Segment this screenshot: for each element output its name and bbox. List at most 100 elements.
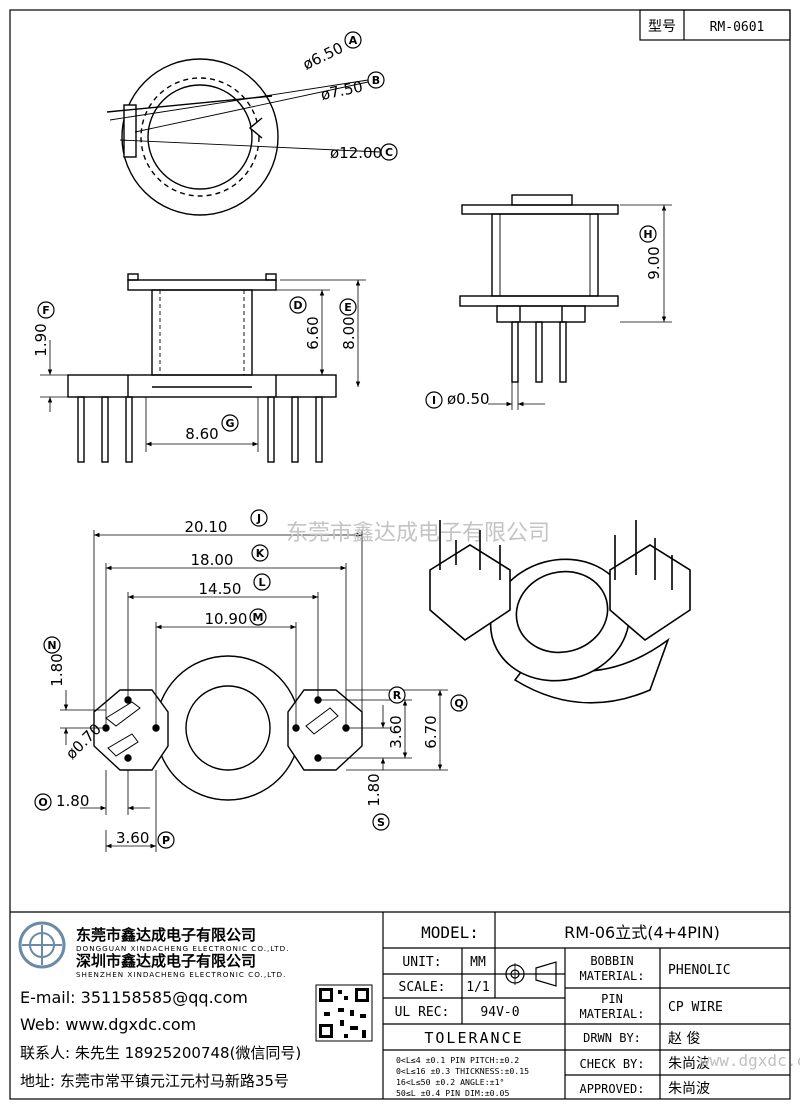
dim-h-text: 9.00	[645, 246, 663, 279]
bobbin-material-label-1: BOBBIN	[590, 954, 633, 968]
ul-value: 94V-0	[480, 1005, 519, 1020]
isometric-view	[429, 520, 691, 704]
approved-label: APPROVED:	[579, 1082, 644, 1096]
tolerance-row-1: 0<L≤4 ±0.1 PIN PITCH:±0.2	[396, 1055, 519, 1065]
watermark-text: 东莞市鑫达成电子有限公司	[286, 521, 550, 546]
letter-label-n: N	[47, 639, 56, 652]
unit-label: UNIT:	[402, 955, 441, 970]
letter-label-s: S	[377, 816, 385, 829]
letter-circle-d	[289, 296, 307, 314]
letter-circle-g	[221, 414, 239, 432]
letter-circle-b	[367, 71, 385, 89]
company-info: 东莞市鑫达成电子有限公司 DONGGUAN XINDACHENG ELECTRO…	[20, 926, 301, 1090]
tolerance-row-4: 50≤L ±0.4 PIN DIM:±0.05	[396, 1088, 509, 1098]
letter-circle-e	[339, 298, 357, 316]
pin-material-label-2: MATERIAL:	[579, 1007, 644, 1021]
company-email: E-mail: 351158585@qq.com	[20, 988, 248, 1007]
dim-o-text: 1.80	[56, 792, 89, 810]
dim-s-text: 1.80	[365, 773, 383, 806]
letter-label-i: I	[432, 394, 436, 407]
company-name-en-1: DONGGUAN XINDACHENG ELECTRONIC CO.,LTD.	[76, 944, 289, 953]
letter-circle-a	[344, 31, 362, 49]
header-model-code: RM-0601	[710, 20, 765, 35]
dim-m-text: 10.90	[205, 610, 248, 628]
dim-a-text: ø6.50	[300, 39, 346, 74]
header-model-box: 型号 RM-0601	[639, 9, 791, 41]
check-by-value: 朱尚波	[668, 1056, 710, 1072]
pin-material-value: CP WIRE	[668, 1000, 723, 1015]
title-block-text: MODEL: RM-06立式(4+4PIN) UNIT: MM SCALE: 1…	[395, 923, 800, 1098]
letter-label-d: D	[293, 299, 302, 312]
dim-n-text: 1.80	[48, 653, 66, 686]
letter-label-c: C	[385, 146, 393, 159]
letter-label-p: P	[162, 834, 170, 847]
company-logo	[18, 921, 66, 969]
letter-circle-p	[157, 831, 175, 849]
dim-p-text: 3.60	[116, 829, 149, 847]
front-view-dims	[488, 204, 672, 410]
letter-label-k: K	[256, 547, 265, 560]
scale-label: SCALE:	[399, 980, 446, 995]
letter-label-q: Q	[454, 697, 463, 710]
dim-c-text: ø12.00	[330, 144, 382, 162]
letter-circle-q	[450, 694, 468, 712]
letter-label-f: F	[42, 304, 50, 317]
dim-b-text: ø7.50	[319, 77, 364, 103]
letter-circle-s	[372, 813, 390, 831]
front-view	[459, 194, 619, 383]
letter-circle-i	[425, 391, 443, 409]
company-name-cn-1: 东莞市鑫达成电子有限公司	[76, 926, 256, 944]
scale-value: 1/1	[466, 980, 489, 995]
letter-label-a: A	[349, 34, 358, 47]
dim-k-text: 18.00	[191, 551, 234, 569]
dim-l-text: 14.50	[199, 580, 242, 598]
approved-value: 朱尚波	[668, 1081, 710, 1097]
letter-label-m: M	[253, 611, 264, 624]
company-name-en-2: SHENZHEN XINDACHENG ELECTRONIC CO.,LTD.	[76, 970, 286, 979]
title-block	[10, 911, 790, 1099]
letter-circle-l	[253, 573, 271, 591]
letter-circle-m	[249, 608, 267, 626]
drawn-by-value: 赵 俊	[668, 1031, 700, 1047]
header-type-label: 型号	[648, 19, 676, 35]
dim-g-text: 8.60	[185, 425, 218, 443]
letter-circle-n	[43, 636, 61, 654]
bobbin-material-value: PHENOLIC	[668, 963, 731, 978]
company-web: Web: www.dgxdc.com	[20, 1015, 196, 1034]
top-view-dims: ø6.50 ø7.50 ø12.00	[300, 39, 382, 162]
sheet-border	[9, 9, 791, 1100]
letter-circle-h	[639, 225, 657, 243]
company-address: 地址: 东莞市常平镇元江元村马新路35号	[20, 1072, 289, 1090]
top-view	[106, 58, 381, 216]
dim-r-text: 3.60	[387, 715, 405, 748]
unit-value: MM	[470, 955, 486, 970]
side-view-dims	[40, 279, 366, 452]
drawn-by-label: DRWN BY:	[583, 1031, 641, 1045]
bottom-view	[93, 655, 363, 801]
letter-label-j: J	[256, 512, 261, 525]
model-value: RM-06立式(4+4PIN)	[564, 923, 720, 942]
letter-label-o: O	[38, 796, 47, 809]
bobbin-material-label-2: MATERIAL:	[579, 969, 644, 983]
dim-f-text: 1.90	[32, 323, 50, 356]
dim-e-text: 8.00	[340, 316, 358, 349]
model-label: MODEL:	[421, 923, 479, 942]
tolerance-row-3: 16<L≤50 ±0.2 ANGLE:±1°	[396, 1077, 504, 1087]
dim-q-text: 6.70	[422, 715, 440, 748]
letter-circle-c	[380, 143, 398, 161]
bottom-view-dims	[60, 530, 448, 852]
letter-label-l: L	[258, 576, 265, 589]
pin-material-label-1: PIN	[601, 992, 623, 1006]
side-view	[67, 273, 337, 463]
dim-d-text: 6.60	[304, 316, 322, 349]
letter-label-h: H	[643, 228, 652, 241]
ul-label: UL REC:	[395, 1005, 450, 1020]
check-by-label: CHECK BY:	[579, 1057, 644, 1071]
letter-circle-r	[388, 686, 406, 704]
letter-label-g: G	[225, 417, 234, 430]
company-contact: 联系人: 朱先生 18925200748(微信同号)	[20, 1044, 301, 1062]
letter-circle-j	[250, 509, 268, 527]
dim-i-text: ø0.50	[447, 390, 490, 408]
